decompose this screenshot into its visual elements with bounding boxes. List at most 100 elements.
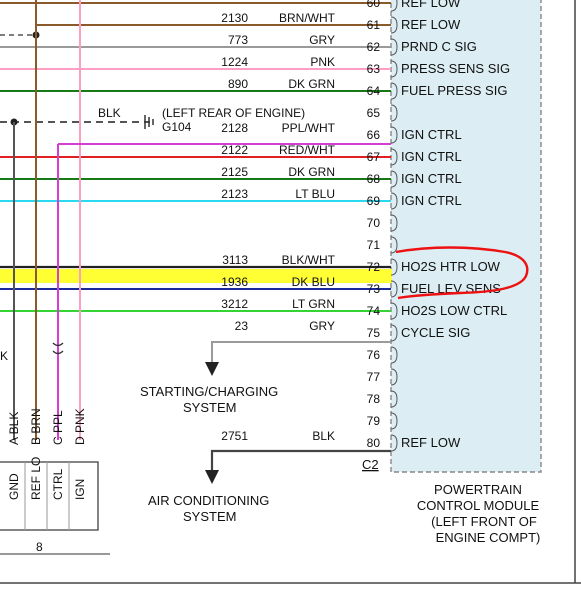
wire-color-name: DK GRN: [288, 165, 335, 179]
circuit-number: 2123: [221, 187, 248, 201]
terminal-bracket: [390, 412, 398, 430]
terminal-bracket: [390, 148, 398, 166]
terminal-bracket: [390, 368, 398, 386]
wire-color-name: BLK: [312, 429, 335, 443]
left-connector: 8 K: [0, 349, 110, 555]
circuit-number: 2751: [221, 429, 248, 443]
terminal-bracket: [390, 170, 398, 188]
left-pin-color-label: D PNK: [73, 408, 87, 445]
terminal-bracket: [390, 280, 398, 298]
pin-signal-label: HO2S LOW CTRL: [401, 303, 507, 318]
wire-color-name: RED/WHT: [279, 143, 336, 157]
pin-signal-label: IGN CTRL: [401, 171, 462, 186]
pin-number: 67: [367, 150, 381, 164]
pin-signal-label: CYCLE SIG: [401, 325, 470, 340]
pin-number: 73: [367, 282, 381, 296]
circuit-number: 2128: [221, 121, 248, 135]
splice-dashed: [0, 31, 40, 39]
circuit-number: 2122: [221, 143, 248, 157]
ground-id: G104: [162, 120, 192, 134]
ac-system-line2: SYSTEM: [183, 509, 236, 524]
ac-system-line1: AIR CONDITIONING: [148, 493, 269, 508]
left-connector-number: 8: [36, 540, 43, 554]
module-name: POWERTRAIN CONTROL MODULE (LEFT FRONT OF…: [417, 482, 541, 545]
wire-color-name: GRY: [309, 33, 335, 47]
pin-signal-label: HO2S HTR LOW: [401, 259, 501, 274]
terminal-bracket: [390, 302, 398, 320]
left-pin-function-label: IGN: [73, 479, 87, 500]
pin-number: 70: [367, 216, 381, 230]
terminal-bracket: [390, 104, 398, 122]
wire-color-name: PPL/WHT: [282, 121, 336, 135]
pin-number: 62: [367, 40, 381, 54]
pin-number: 66: [367, 128, 381, 142]
left-cut-text: K: [0, 349, 8, 363]
terminal-bracket: [390, 236, 398, 254]
wire-color-name: BRN: [310, 0, 335, 3]
pin-number: 64: [367, 84, 381, 98]
pin-number: 75: [367, 326, 381, 340]
wire-color-name: DK BLU: [292, 275, 335, 289]
wire-color-name: BRN/WHT: [279, 11, 336, 25]
circuit-number: 1224: [221, 55, 248, 69]
pin-number: 61: [367, 18, 381, 32]
wire-color-name: PNK: [310, 55, 335, 69]
route-air-conditioning: AIR CONDITIONING SYSTEM: [148, 449, 391, 524]
left-pin-function-label: GND: [7, 473, 21, 500]
circuit-number: 2129: [221, 0, 248, 3]
wire-highlight-pin-72: [0, 269, 392, 283]
left-pin-function-label: CTRL: [51, 468, 65, 500]
pin-number: 69: [367, 194, 381, 208]
pin-number: 76: [367, 348, 381, 362]
pin-signal-label: PRESS SENS SIG: [401, 61, 510, 76]
pin-number: 60: [367, 0, 381, 10]
terminal-bracket: [390, 324, 398, 342]
module-name-line1: POWERTRAIN: [434, 482, 522, 497]
module-name-line3: (LEFT FRONT OF: [431, 514, 537, 529]
terminal-bracket: [390, 192, 398, 210]
starting-system-line2: SYSTEM: [183, 400, 236, 415]
connector-c2: C2: [362, 457, 379, 472]
terminal-bracket: [390, 38, 398, 56]
circuit-number: 3212: [221, 297, 248, 311]
module-name-line4: ENGINE COMPT): [436, 530, 541, 545]
terminal-bracket: [390, 258, 398, 276]
wire-color-name: LT BLU: [295, 187, 335, 201]
pin-signal-label: REF LOW: [401, 0, 461, 10]
circuit-number: 890: [228, 77, 248, 91]
pin-number: 80: [367, 436, 381, 450]
terminal-bracket: [390, 16, 398, 34]
pin-number: 63: [367, 62, 381, 76]
pin-signal-label: IGN CTRL: [401, 127, 462, 142]
terminal-bracket: [390, 390, 398, 408]
left-pin-color-label: B BRN: [29, 408, 43, 445]
pin-signal-label: PRND C SIG: [401, 39, 477, 54]
left-pin-function-label: REF LO: [29, 457, 43, 500]
starting-system-line1: STARTING/CHARGING: [140, 384, 278, 399]
pin-number: 72: [367, 260, 381, 274]
circuit-number: 1936: [221, 275, 248, 289]
circuit-number: 773: [228, 33, 248, 47]
circuit-number: 2130: [221, 11, 248, 25]
route-starting-charging: STARTING/CHARGING SYSTEM: [140, 341, 391, 415]
terminal-bracket: [390, 126, 398, 144]
circuit-number: 23: [235, 319, 249, 333]
left-pin-color-label: A BLK: [7, 412, 21, 445]
terminal-bracket: [390, 82, 398, 100]
wire-color-name: BLK/WHT: [282, 253, 336, 267]
ground-location: (LEFT REAR OF ENGINE): [162, 106, 305, 120]
left-pin-color-label: C PPL: [51, 410, 65, 445]
pin-number: 65: [367, 106, 381, 120]
pin-number: 68: [367, 172, 381, 186]
inline-connector-mark: [52, 342, 64, 355]
terminal-bracket: [390, 214, 398, 232]
circuit-number: 3113: [222, 253, 248, 267]
pin-signal-label: REF LOW: [401, 435, 461, 450]
pin-signal-label: FUEL PRESS SIG: [401, 83, 507, 98]
terminal-bracket: [390, 434, 398, 452]
terminal-bracket: [390, 346, 398, 364]
pin-number: 78: [367, 392, 381, 406]
red-annotation-circle: [395, 246, 529, 300]
module-name-line2: CONTROL MODULE: [417, 498, 540, 513]
